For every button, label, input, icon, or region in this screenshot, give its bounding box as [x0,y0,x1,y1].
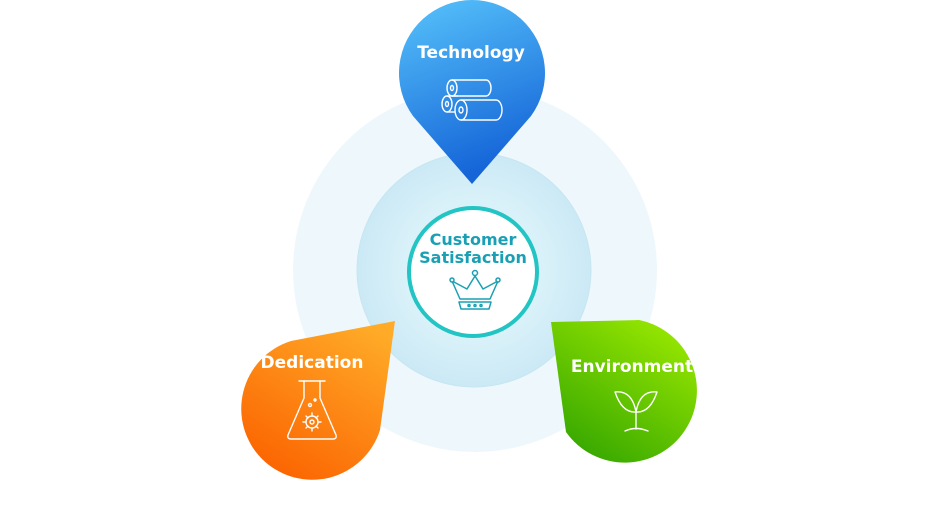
sprout-icon [614,391,658,432]
technology-pin [399,0,545,185]
crown-icon [449,269,501,310]
environment-pin [551,320,697,463]
center-label-line1: Customer [430,230,517,249]
center-node: Customer Satisfaction [407,206,539,338]
paper-rolls-icon [441,79,503,121]
technology-node: Technology [399,0,545,185]
dedication-pin [241,321,395,480]
dedication-label: Dedication [261,353,364,373]
technology-label: Technology [417,43,525,63]
center-label-line2: Satisfaction [419,248,527,267]
environment-node: Environment [551,320,697,463]
flask-gear-icon [287,380,337,440]
dedication-node: Dedication [241,321,395,480]
environment-label: Environment [571,357,693,377]
